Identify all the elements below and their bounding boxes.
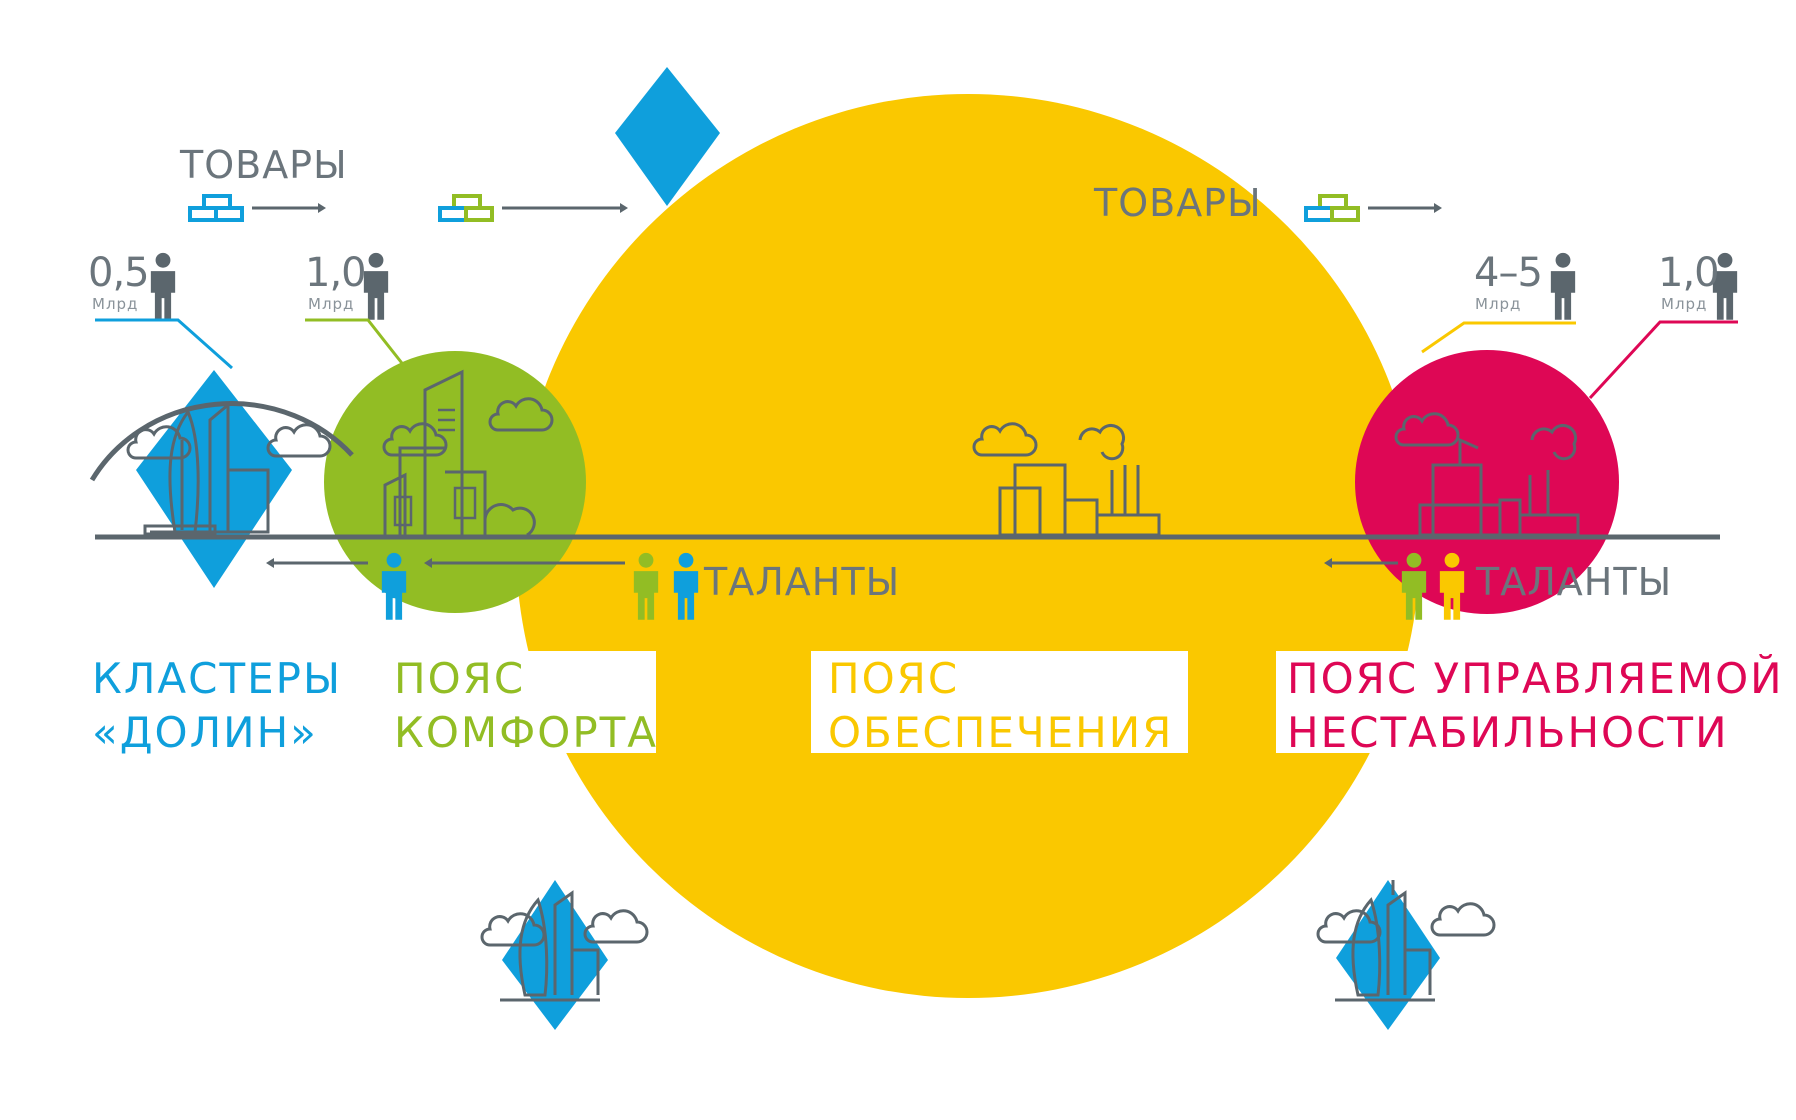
zone-label-valleys: КЛАСТЕРЫ «ДОЛИН» (92, 652, 342, 760)
comfort-belt-circle (324, 351, 586, 613)
brick-icon (1306, 196, 1358, 220)
brick-icon (440, 196, 492, 220)
cloud-icon (1432, 904, 1494, 935)
zone-label-line: НЕСТАБИЛЬНОСТИ (1287, 706, 1784, 760)
zone-label-line: ПОЯС УПРАВЛЯЕМОЙ (1287, 652, 1784, 706)
leader-line (305, 320, 405, 367)
zone-label-line: ОБЕСПЕЧЕНИЯ (828, 706, 1173, 760)
zone-label-line: ПОЯС (828, 652, 1173, 706)
population-value: 0,5 (88, 250, 149, 296)
talents-label: ТАЛАНТЫ (704, 560, 900, 604)
supply-belt-circle (516, 94, 1420, 998)
leader-line (95, 320, 232, 368)
zone-label-instability: ПОЯС УПРАВЛЯЕМОЙ НЕСТАБИЛЬНОСТИ (1287, 652, 1784, 760)
population-value: 1,0 (1658, 250, 1719, 296)
population-unit: Млрд (92, 295, 138, 313)
brick-icon (190, 196, 242, 220)
person-icon (151, 253, 175, 320)
population-unit: Млрд (308, 295, 354, 313)
population-value: 4–5 (1474, 250, 1542, 296)
talents-label: ТАЛАНТЫ (1476, 560, 1672, 604)
population-unit: Млрд (1475, 295, 1521, 313)
population-unit: Млрд (1661, 295, 1707, 313)
goods-label: ТОВАРЫ (1094, 181, 1262, 225)
leader-line (1590, 322, 1738, 398)
zone-label-line: ПОЯС (394, 652, 658, 706)
zone-label-supply: ПОЯС ОБЕСПЕЧЕНИЯ (828, 652, 1173, 760)
zone-label-line: КЛАСТЕРЫ (92, 652, 342, 706)
cloud-icon (585, 911, 647, 942)
zone-label-line: КОМФОРТА (394, 706, 658, 760)
leader-line (1422, 323, 1576, 352)
person-icon (364, 253, 388, 320)
goods-label: ТОВАРЫ (180, 143, 348, 187)
zone-label-comfort: ПОЯС КОМФОРТА (394, 652, 658, 760)
population-value: 1,0 (305, 250, 366, 296)
zone-label-line: «ДОЛИН» (92, 706, 342, 760)
person-icon (1551, 253, 1575, 320)
